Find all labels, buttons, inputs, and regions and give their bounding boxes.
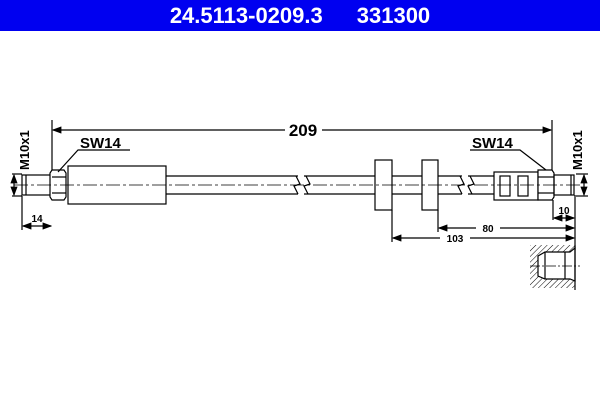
right-thread-label: M10x1 [570,130,585,170]
reference-number: 331300 [356,2,431,28]
title-bar: 24.5113-0209.3 331300 [0,0,600,31]
bracket-dim-80-label: 80 [482,224,494,235]
left-wrench-size-label: SW14 [80,135,122,152]
bracket-dim-103-label: 103 [447,234,464,245]
overall-length-label: 209 [289,121,317,140]
right-thread-length-label: 10 [558,206,570,217]
left-thread-label: M10x1 [17,130,32,170]
right-wrench-size-label: SW14 [472,135,514,152]
left-thread-length-label: 14 [31,214,43,225]
part-number: 24.5113-0209.3 [169,2,323,28]
